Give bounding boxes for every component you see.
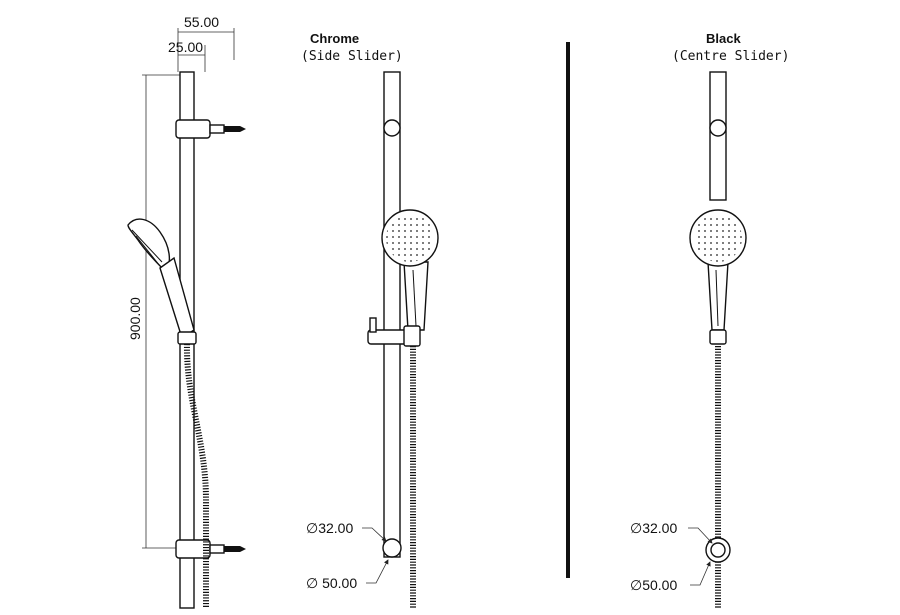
chrome-dia-large: ∅ 50.00 xyxy=(306,575,357,591)
black-title: Black xyxy=(706,31,741,46)
black-centre-slider xyxy=(709,329,727,345)
chrome-subtitle: (Side Slider) xyxy=(301,49,403,64)
side-view: 55.00 25.00 900.00 xyxy=(127,14,246,609)
black-top-cap xyxy=(709,119,727,137)
chrome-title: Chrome xyxy=(310,31,359,46)
wall-bracket-arm-bottom xyxy=(209,544,225,554)
chrome-bottom-cap xyxy=(382,538,402,558)
hose-side xyxy=(183,343,209,608)
chrome-handset-icon xyxy=(381,209,439,331)
wall-bracket-bottom xyxy=(175,539,211,559)
chrome-top-cap xyxy=(383,119,401,137)
wall-bracket-top xyxy=(175,119,211,139)
black-subtitle: (Centre Slider) xyxy=(672,49,789,64)
separator-line xyxy=(566,42,570,578)
wall-bracket-arm-top xyxy=(209,124,225,134)
chrome-dia-small-leader xyxy=(362,527,387,542)
wall-screw-bottom-icon xyxy=(224,546,246,552)
chrome-dia-small: ∅32.00 xyxy=(306,520,353,536)
dim-height: 900.00 xyxy=(127,297,143,340)
wall-screw-top-icon xyxy=(224,126,246,132)
chrome-view: Chrome (Side Slider) ∅32.00 ∅ 50.00 xyxy=(301,31,439,608)
dim-width-inner: 25.00 xyxy=(168,39,203,55)
black-dia-large-leader xyxy=(690,561,711,586)
black-handset-icon xyxy=(689,209,747,331)
black-dia-small: ∅32.00 xyxy=(630,520,677,536)
black-view: Black (Centre Slider) ∅32.00 ∅50.00 xyxy=(630,31,789,608)
black-bottom-fitting-inner xyxy=(710,542,726,558)
black-dia-large: ∅50.00 xyxy=(630,577,677,593)
handset-side-icon xyxy=(127,218,197,345)
chrome-dia-large-leader xyxy=(366,559,389,584)
chrome-side-slider xyxy=(367,317,421,347)
dim-width-top: 55.00 xyxy=(184,14,219,30)
black-dia-small-leader xyxy=(688,527,713,544)
chrome-rail xyxy=(383,71,401,558)
